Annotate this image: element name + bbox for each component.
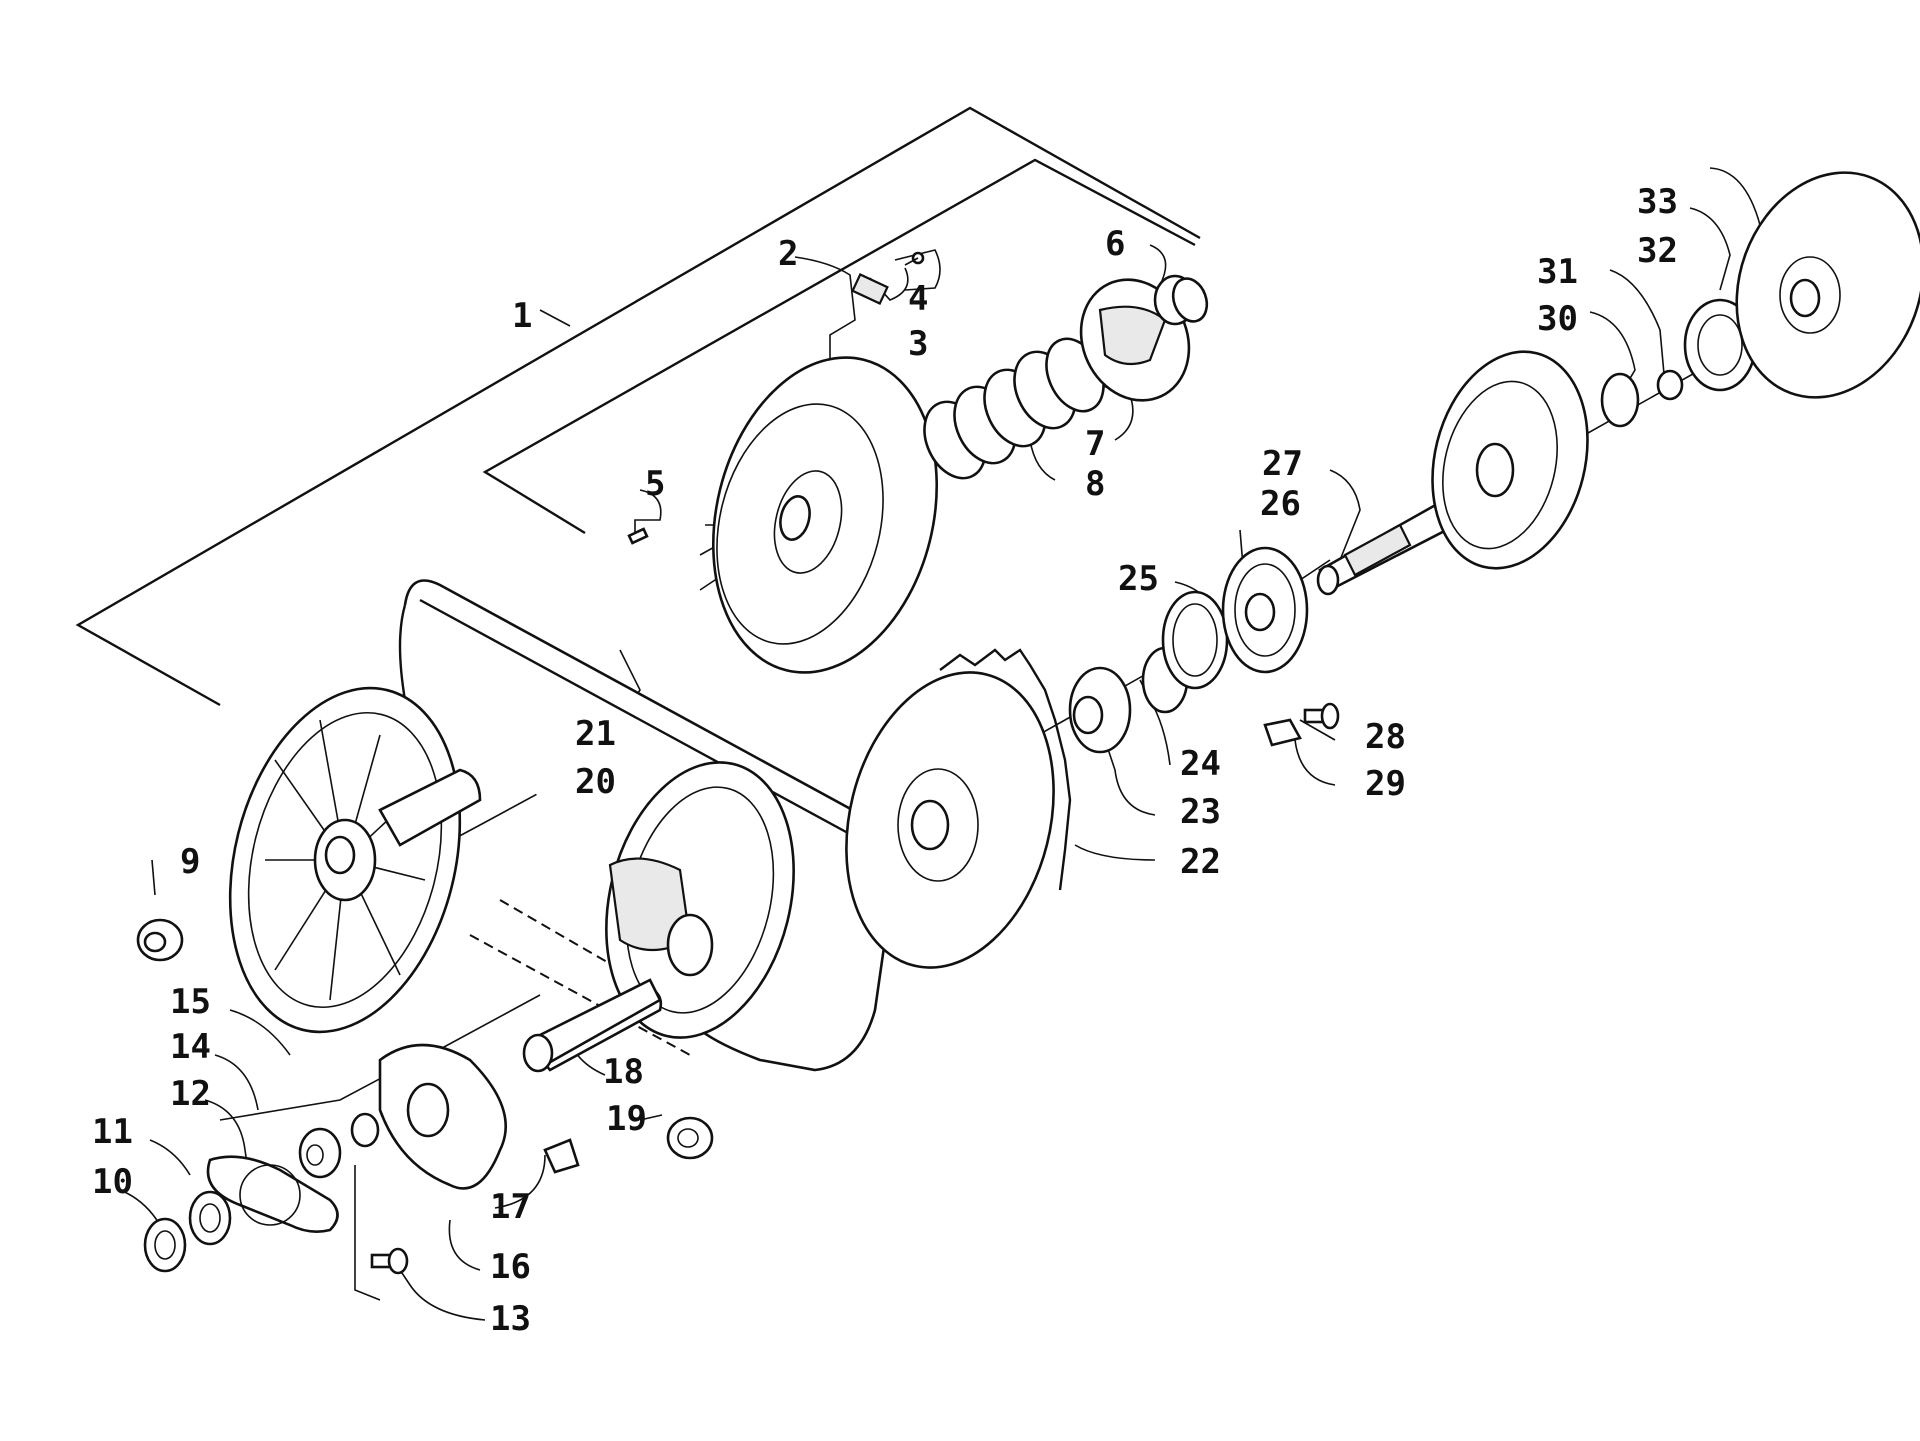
callout-24: 24 bbox=[1180, 744, 1221, 784]
assembly-bracket-2 bbox=[482, 158, 1196, 535]
callout-27: 27 bbox=[1262, 444, 1303, 484]
callout-5: 5 bbox=[645, 464, 665, 504]
callout-23: 23 bbox=[1180, 792, 1221, 832]
callout-19: 19 bbox=[606, 1099, 647, 1139]
drive-face-part-1 bbox=[228, 686, 482, 1034]
nut-part-9 bbox=[136, 918, 184, 962]
variator-part-16 bbox=[378, 1043, 508, 1190]
spring-part-8 bbox=[923, 337, 1105, 480]
callout-32: 32 bbox=[1637, 231, 1678, 271]
bolt-part-28 bbox=[1303, 702, 1340, 730]
callout-29: 29 bbox=[1365, 764, 1406, 804]
pin-part-5 bbox=[627, 527, 649, 545]
nut-part-31 bbox=[1656, 369, 1684, 401]
callout-18: 18 bbox=[603, 1052, 644, 1092]
bolt-part-13 bbox=[370, 1247, 409, 1275]
callout-4: 4 bbox=[908, 279, 928, 319]
bearing-part-11 bbox=[188, 1190, 232, 1246]
callout-8: 8 bbox=[1085, 464, 1105, 504]
collar-part-14 bbox=[298, 1127, 342, 1179]
callout-2: 2 bbox=[778, 234, 798, 274]
callout-1: 1 bbox=[512, 296, 532, 336]
assembly-bracket-1 bbox=[75, 106, 1201, 707]
callout-22: 22 bbox=[1180, 842, 1221, 882]
callout-31: 31 bbox=[1537, 252, 1578, 292]
roller-part-19 bbox=[666, 1116, 714, 1160]
sleeve-part-18 bbox=[522, 978, 662, 1073]
callout-28: 28 bbox=[1365, 717, 1406, 757]
callout-labels: 1 2 3 4 5 6 7 8 9 10 11 12 13 14 15 16 1… bbox=[92, 182, 1678, 1339]
callout-26: 26 bbox=[1260, 484, 1301, 524]
slider-part-17 bbox=[543, 1138, 580, 1174]
screw-part-4 bbox=[904, 251, 925, 266]
callout-10: 10 bbox=[92, 1162, 133, 1202]
callout-16: 16 bbox=[490, 1247, 531, 1287]
bearing-part-23 bbox=[1068, 666, 1132, 754]
driven-sheave-part-22 bbox=[845, 648, 1072, 969]
callout-30: 30 bbox=[1537, 299, 1578, 339]
callout-25: 25 bbox=[1118, 559, 1159, 599]
tab-part-29 bbox=[1263, 718, 1302, 747]
callout-15: 15 bbox=[170, 982, 211, 1022]
callout-9: 9 bbox=[180, 842, 200, 882]
clip-part-3 bbox=[851, 273, 889, 305]
seal-part-10 bbox=[143, 1217, 187, 1273]
callout-11: 11 bbox=[92, 1112, 133, 1152]
washer-part-15 bbox=[350, 1112, 380, 1148]
seal-part-25 bbox=[1161, 590, 1229, 690]
clutch-shoe-part-33 bbox=[1735, 171, 1920, 399]
bearing-part-26 bbox=[1221, 546, 1309, 674]
callout-6: 6 bbox=[1105, 224, 1125, 264]
callout-7: 7 bbox=[1085, 424, 1105, 464]
callout-13: 13 bbox=[490, 1299, 531, 1339]
callout-17: 17 bbox=[490, 1187, 531, 1227]
snap-ring-part-6 bbox=[1171, 277, 1209, 323]
callout-14: 14 bbox=[170, 1027, 211, 1067]
callout-12: 12 bbox=[170, 1074, 211, 1114]
callout-33: 33 bbox=[1637, 182, 1678, 222]
callout-20: 20 bbox=[575, 762, 616, 802]
clutch-drum bbox=[1431, 350, 1589, 570]
callout-3: 3 bbox=[908, 324, 928, 364]
plate-part-12 bbox=[206, 1155, 339, 1233]
callout-21: 21 bbox=[575, 714, 616, 754]
ring-part-30 bbox=[1600, 372, 1640, 428]
sheave-part-2 bbox=[711, 356, 939, 674]
